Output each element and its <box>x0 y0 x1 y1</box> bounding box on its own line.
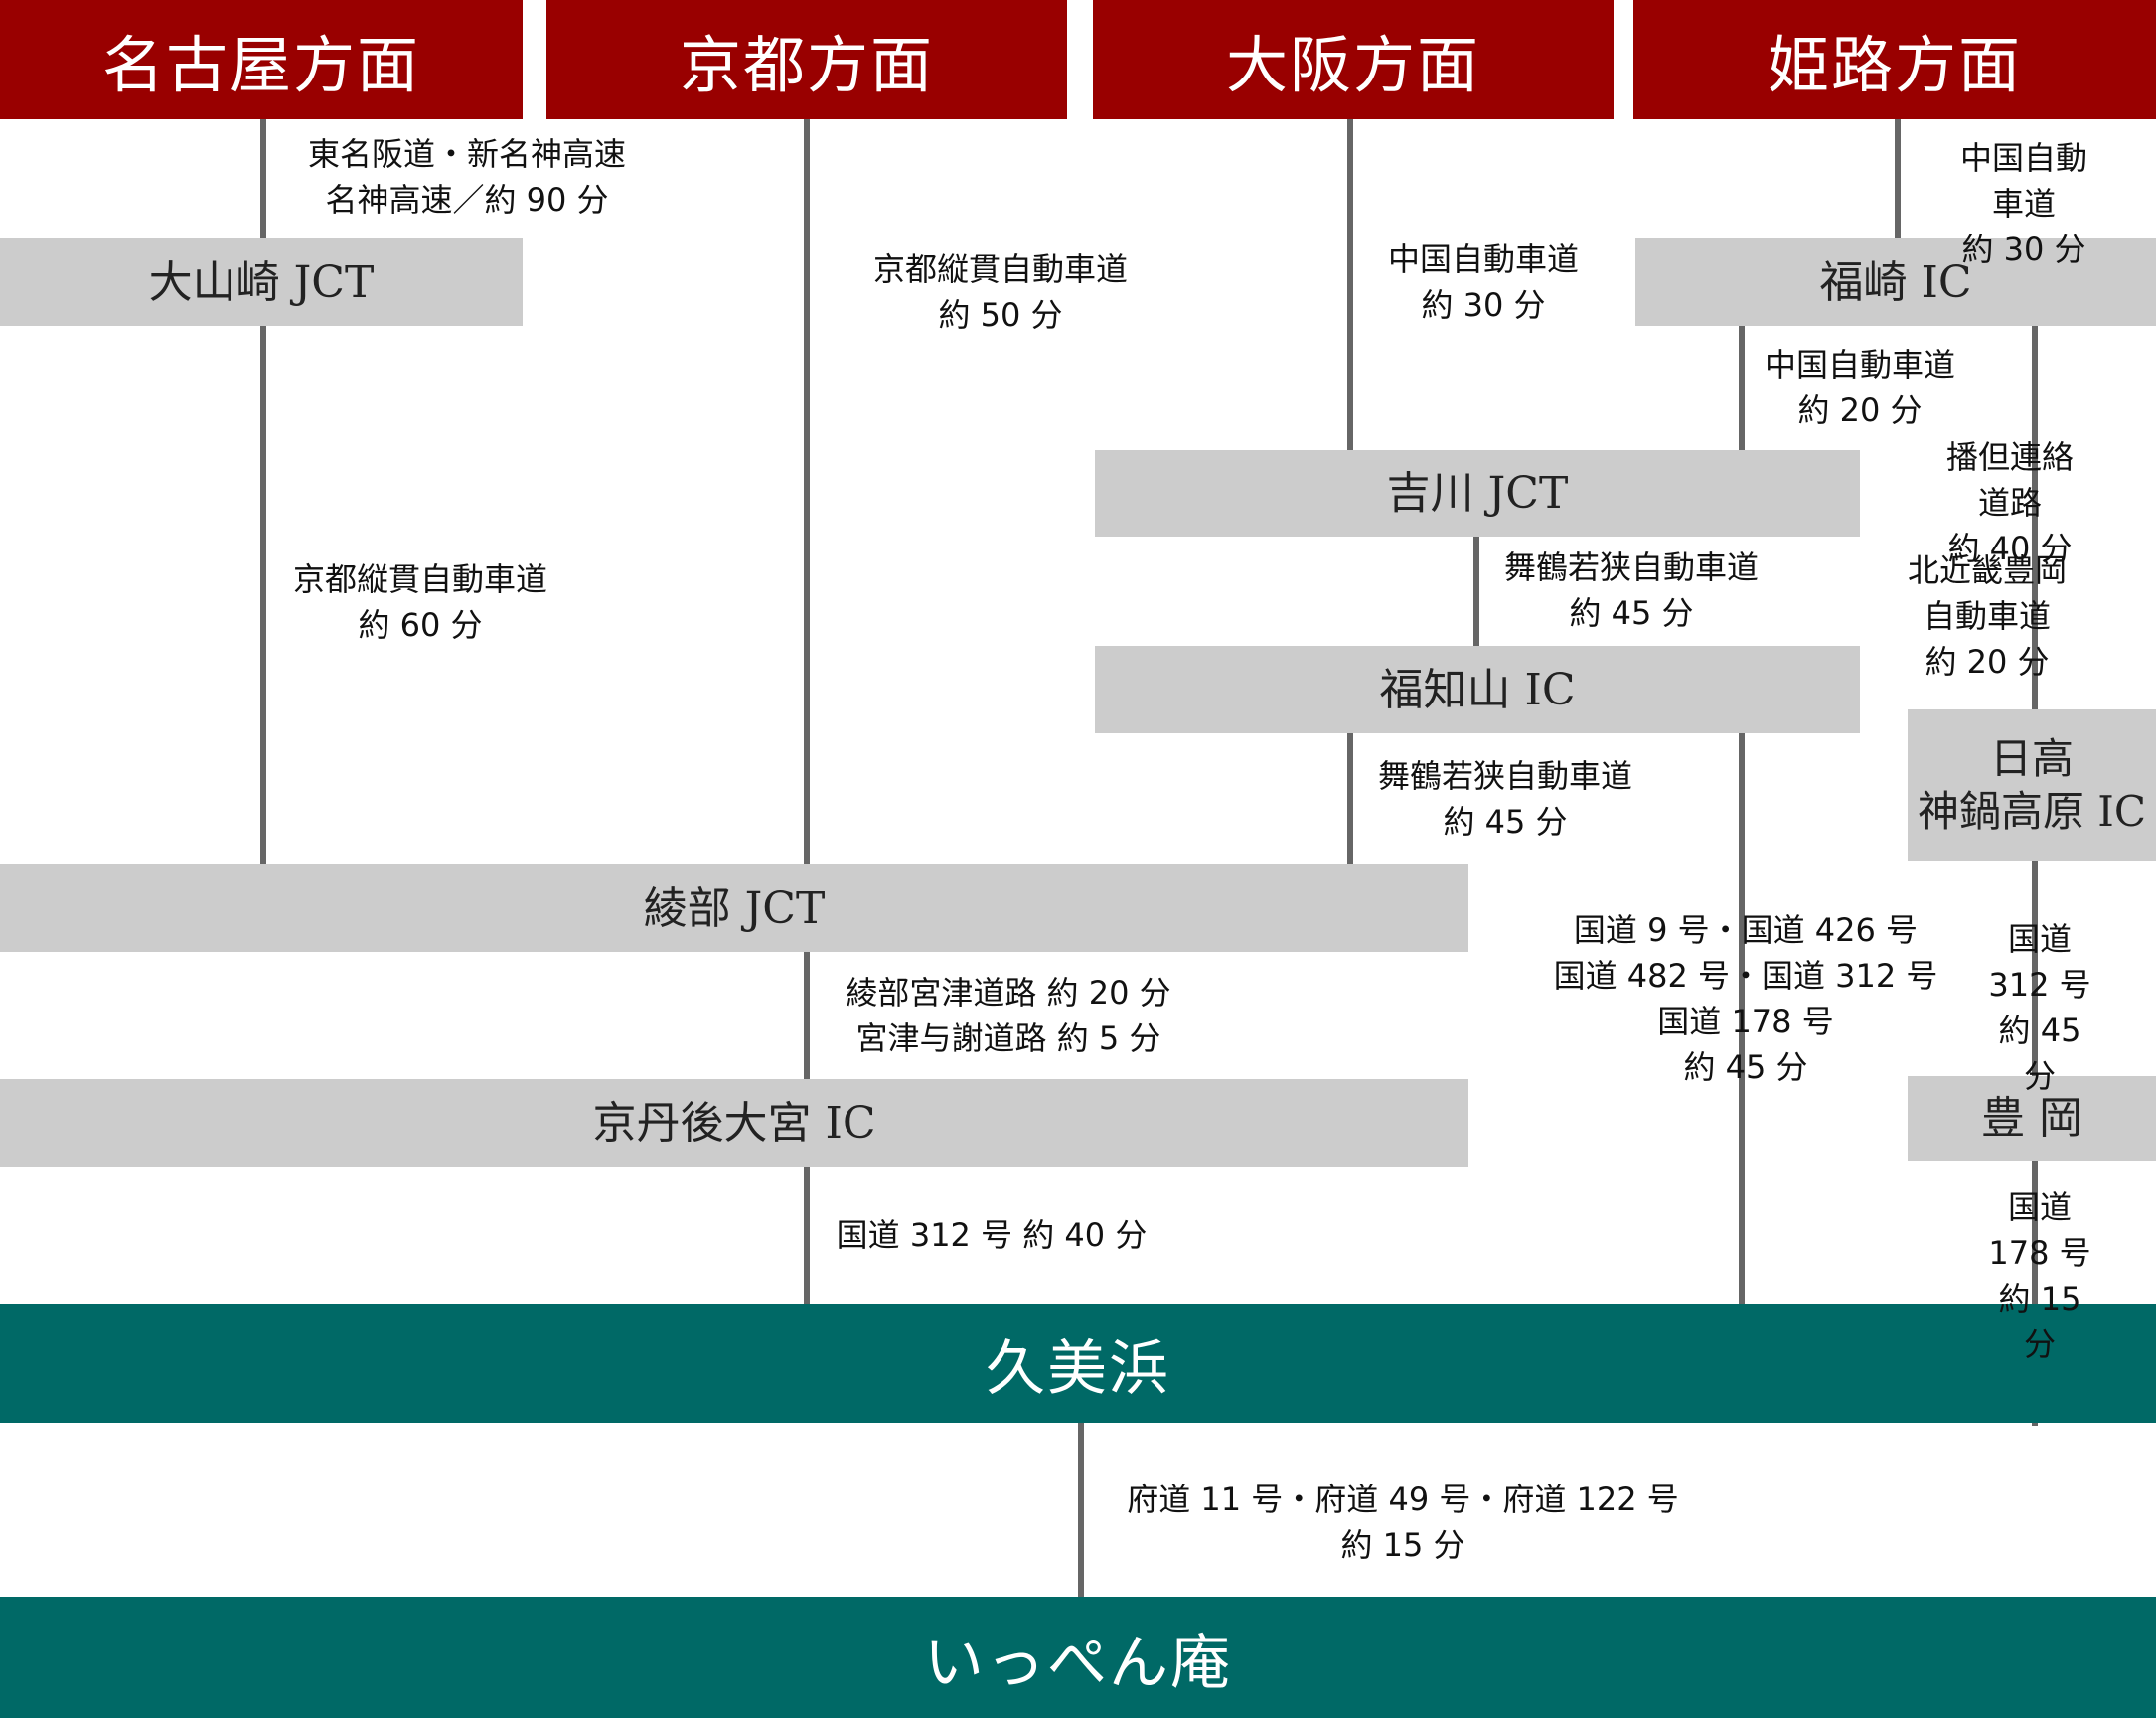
line-oyamazaki-to-ayabe <box>260 326 266 864</box>
node-toyooka: 豊 岡 <box>1908 1076 2156 1161</box>
node-yokawa-jct: 吉川 JCT <box>1095 450 1860 537</box>
route-label-toyooka-1: 国道 178 号 約 15 分 <box>1988 1188 2091 1363</box>
destination-ippenan: いっぺん庵 <box>0 1597 2156 1718</box>
node-hidaka-ic: 日高 神鍋高原 IC <box>1908 709 2156 861</box>
line-ayabe-to-kyotango <box>804 952 810 1079</box>
route-label-fukusaki-2: 播但連絡道路 約 40 分 <box>1945 438 2074 567</box>
route-label-hokkinki: 北近畿豊岡自動車道 約 20 分 <box>1907 551 2067 681</box>
route-label-himeji-1: 中国自動車道 約 30 分 <box>1959 139 2087 268</box>
origin-nagoya: 名古屋方面 <box>0 0 523 119</box>
route-label-yokawa-1: 舞鶴若狭自動車道 約 45 分 <box>1503 548 1760 632</box>
origin-osaka: 大阪方面 <box>1093 0 1614 119</box>
line-himeji-to-fukusaki <box>1895 119 1901 238</box>
line-nagoya-to-oyamazaki <box>260 119 266 238</box>
route-label-osaka-1: 中国自動車道 約 30 分 <box>1387 240 1580 324</box>
origin-kyoto: 京都方面 <box>546 0 1067 119</box>
route-label-nagoya-2: 京都縦貫自動車道 約 60 分 <box>292 560 548 644</box>
route-label-fukuchiyama-1: 舞鶴若狭自動車道 約 45 分 <box>1377 757 1633 841</box>
origin-himeji: 姫路方面 <box>1633 0 2156 119</box>
line-kyotango-to-kumihama <box>804 1167 810 1304</box>
line-fukuchiyama-to-ayabe <box>1347 733 1353 864</box>
line-osaka-to-yokawa <box>1347 119 1353 450</box>
route-label-kyotango-1: 国道 312 号 約 40 分 <box>836 1216 1148 1254</box>
node-fukusaki-ic: 福崎 IC <box>1635 238 2156 326</box>
route-label-ayabe-1: 綾部宮津道路 約 20 分 宮津与謝道路 約 5 分 <box>846 974 1171 1057</box>
route-label-kyoto-1: 京都縦貫自動車道 約 50 分 <box>872 250 1129 334</box>
line-toyooka-to-kumihama <box>2032 1161 2038 1426</box>
line-kyoto-to-ayabe <box>804 119 810 864</box>
node-kyotango-ic: 京丹後大宮 IC <box>0 1079 1468 1167</box>
destination-kumihama: 久美浜 <box>0 1304 2156 1423</box>
line-national9-to-kumihama <box>1739 733 1745 1304</box>
line-yokawa-to-fukuchiyama <box>1473 537 1479 646</box>
node-fukuchiyama-ic: 福知山 IC <box>1095 646 1860 733</box>
node-oyamazaki-jct: 大山崎 JCT <box>0 238 523 326</box>
line-hidaka-to-toyooka <box>2032 861 2038 1076</box>
route-label-nagoya-1: 東名阪道・新名神高速 名神高速／約 90 分 <box>307 135 627 219</box>
line-fukusaki-to-yokawa <box>1739 326 1745 450</box>
route-label-national-9: 国道 9 号・国道 426 号 国道 482 号・国道 312 号 国道 178… <box>1553 911 1938 1086</box>
line-fukusaki-to-hidaka <box>2032 326 2038 709</box>
line-kumihama-to-ippenan <box>1078 1423 1084 1597</box>
route-label-fukusaki-1: 中国自動車道 約 20 分 <box>1764 346 1956 429</box>
route-label-hidaka-1: 国道 312 号 約 45 分 <box>1988 920 2091 1095</box>
node-ayabe-jct: 綾部 JCT <box>0 864 1468 952</box>
route-label-kumihama-1: 府道 11 号・府道 49 号・府道 122 号 約 15 分 <box>1127 1481 1679 1564</box>
